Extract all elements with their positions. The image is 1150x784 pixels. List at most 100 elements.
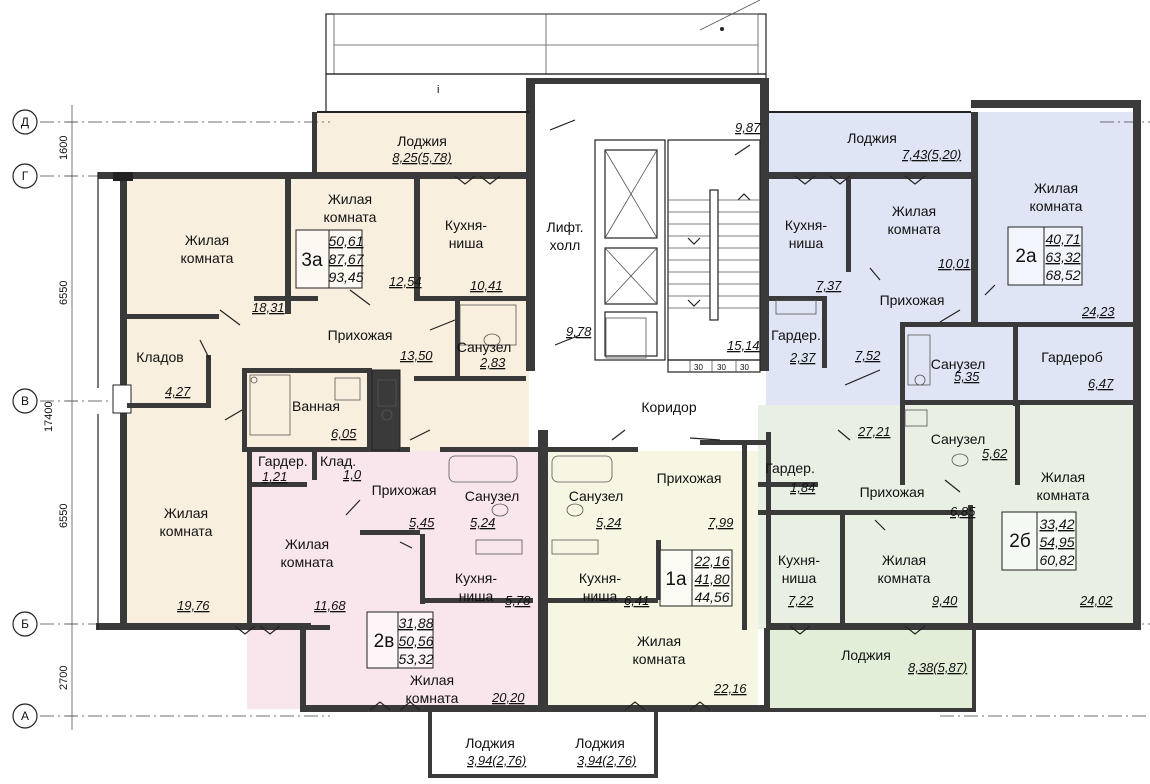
svg-text:комната: комната bbox=[324, 209, 377, 225]
axis-bubble-v: В bbox=[12, 388, 38, 414]
svg-text:комната: комната bbox=[878, 570, 931, 586]
walls bbox=[96, 78, 1141, 778]
kitchen-3a-area: 10,41 bbox=[470, 278, 503, 293]
loggia-2b-label: Лоджия bbox=[841, 647, 891, 663]
svg-text:Жилая: Жилая bbox=[285, 536, 329, 552]
hall-2a-area: 7,52 bbox=[855, 348, 881, 363]
hall-2a-label: Прихожая bbox=[880, 292, 945, 308]
loggia-2a-area: 7,43(5,20) bbox=[902, 147, 961, 162]
svg-text:31,88: 31,88 bbox=[398, 615, 433, 631]
svg-text:30: 30 bbox=[717, 363, 726, 372]
svg-text:53,32: 53,32 bbox=[398, 651, 433, 667]
bedroom-3a-area: 18,31 bbox=[252, 300, 285, 315]
svg-text:ниша: ниша bbox=[789, 235, 824, 251]
klad-2v-label: Клад. bbox=[320, 453, 356, 469]
svg-text:холл: холл bbox=[550, 237, 581, 253]
svg-text:ниша: ниша bbox=[459, 588, 494, 604]
dimension-17400: 17400 bbox=[43, 401, 55, 432]
bath-fixtures bbox=[249, 299, 969, 555]
bedroom-2v-area: 11,68 bbox=[314, 598, 346, 613]
bath-3a-label: Ванная bbox=[292, 398, 340, 414]
svg-text:Жилая: Жилая bbox=[1041, 469, 1085, 485]
apartment-1a-code: 1а bbox=[665, 569, 687, 590]
loggia-2a-label: Лоджия bbox=[847, 130, 897, 146]
svg-text:В: В bbox=[21, 394, 29, 408]
loggia-2b-area: 8,38(5,87) bbox=[908, 660, 967, 675]
svg-text:ниша: ниша bbox=[583, 588, 618, 604]
svg-text:комната: комната bbox=[888, 221, 941, 237]
svg-text:Д: Д bbox=[21, 115, 29, 129]
svg-text:ниша: ниша bbox=[782, 570, 817, 586]
svg-text:комната: комната bbox=[160, 523, 213, 539]
hall-2v-label: Прихожая bbox=[372, 482, 437, 498]
svg-text:ниша: ниша bbox=[449, 235, 484, 251]
apartment-box-2a: 2а 40,71 63,32 68,52 bbox=[1007, 226, 1083, 286]
svg-text:комната: комната bbox=[406, 690, 459, 706]
svg-text:Кухня-: Кухня- bbox=[445, 217, 487, 233]
balcony-doors bbox=[234, 175, 926, 711]
dimension-2700: 2700 bbox=[58, 666, 70, 690]
svg-text:30: 30 bbox=[740, 363, 749, 372]
loggia-1a-area: 3,94(2,76) bbox=[577, 753, 636, 768]
wc-1a-label: Санузел bbox=[569, 488, 624, 504]
corridor-area: 27,21 bbox=[857, 424, 891, 439]
svg-text:33,42: 33,42 bbox=[1039, 516, 1074, 532]
svg-text:63,32: 63,32 bbox=[1045, 249, 1080, 265]
svg-text:Кухня-: Кухня- bbox=[579, 570, 621, 586]
apartment-2b-code: 2б bbox=[1009, 531, 1031, 552]
klad-2v-area: 1,0 bbox=[343, 467, 362, 482]
axis-bubble-a: А bbox=[12, 703, 38, 729]
kitchen-2b-area: 7,22 bbox=[788, 593, 814, 608]
pantry-3a-area: 4,27 bbox=[165, 384, 191, 399]
garder-2b-label: Гардер. bbox=[765, 460, 815, 476]
svg-text:Кухня-: Кухня- bbox=[455, 570, 497, 586]
wc-3a-area: 2,83 bbox=[479, 355, 506, 370]
garder-2b-area: 1,84 bbox=[790, 480, 815, 495]
hall-1a-label: Прихожая bbox=[657, 470, 722, 486]
living-3a-area: 12,54 bbox=[389, 274, 422, 289]
axis-bubble-d: Д bbox=[12, 109, 38, 135]
svg-text:50,61: 50,61 bbox=[328, 233, 363, 249]
corridor-label: Коридор bbox=[641, 399, 697, 415]
living-2a-area: 10,01 bbox=[938, 256, 971, 271]
wc-3a-label: Санузел bbox=[457, 339, 512, 355]
living-2b-area: 9,40 bbox=[932, 593, 958, 608]
dimension-6550-bottom: 6550 bbox=[58, 504, 70, 528]
garder-2v-area: 1,21 bbox=[262, 469, 287, 484]
apartment-3a-code: 3а bbox=[301, 250, 323, 271]
loggia-3a-label: Лоджия bbox=[397, 133, 447, 149]
svg-text:60,82: 60,82 bbox=[1039, 552, 1074, 568]
apartment-2v-code: 2в bbox=[374, 631, 395, 652]
wc-2v-label: Санузел bbox=[465, 488, 520, 504]
svg-text:Г: Г bbox=[22, 169, 29, 183]
fill-apartment-3a-lower bbox=[127, 451, 247, 623]
door-swings bbox=[199, 119, 996, 549]
svg-text:22,16: 22,16 bbox=[693, 553, 729, 569]
svg-text:комната: комната bbox=[1030, 198, 1083, 214]
svg-text:Жилая: Жилая bbox=[882, 552, 926, 568]
svg-text:Кухня-: Кухня- bbox=[785, 217, 827, 233]
elevator-shafts bbox=[594, 139, 666, 361]
fill-loggia-2v-1a bbox=[430, 716, 656, 778]
wc-1a-area: 5,24 bbox=[596, 515, 621, 530]
dimension-6550-top: 6550 bbox=[58, 281, 70, 305]
kitchen-2v-area: 5,78 bbox=[505, 593, 531, 608]
hall-1a-area: 7,99 bbox=[708, 515, 733, 530]
roof-mark: i bbox=[437, 84, 439, 96]
svg-text:Лифт.: Лифт. bbox=[547, 219, 584, 235]
svg-text:93,45: 93,45 bbox=[328, 269, 363, 285]
apartment-box-2v: 2в 31,88 50,56 53,32 bbox=[366, 611, 434, 669]
stair-top-area: 9,87 bbox=[735, 120, 761, 135]
svg-text:68,52: 68,52 bbox=[1045, 267, 1080, 283]
loggia-2v-label: Лоджия bbox=[465, 735, 515, 751]
svg-text:Жилая: Жилая bbox=[892, 203, 936, 219]
svg-text:комната: комната bbox=[1037, 487, 1090, 503]
svg-text:30: 30 bbox=[694, 363, 703, 372]
loggia-3a-area: 8,25(5,78) bbox=[392, 150, 451, 165]
wardrobe-2a-label: Гардероб bbox=[1041, 349, 1103, 365]
kitchen-2a-area: 7,37 bbox=[816, 278, 842, 293]
hall-3a-area: 13,50 bbox=[400, 348, 433, 363]
staircase bbox=[667, 139, 761, 361]
svg-text:комната: комната bbox=[181, 250, 234, 266]
